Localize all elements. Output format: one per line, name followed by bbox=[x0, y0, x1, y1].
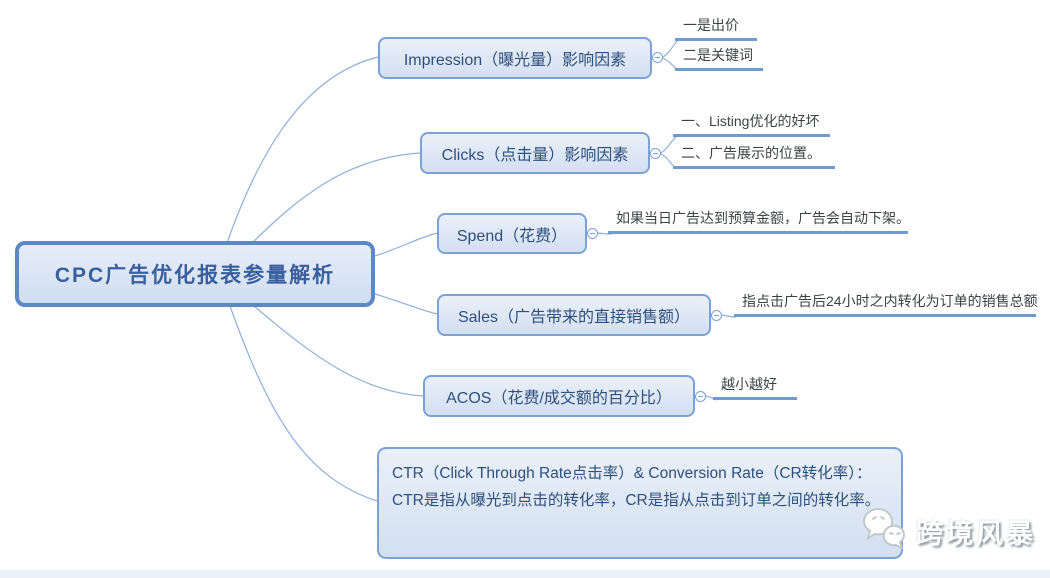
leaf-label: 二、广告展示的位置。 bbox=[681, 145, 821, 161]
collapse-toggle-impression[interactable] bbox=[652, 52, 663, 63]
node-sales[interactable]: Sales（广告带来的直接销售额） bbox=[437, 294, 711, 336]
leaf-clicks-1[interactable]: 一、Listing优化的好坏 bbox=[673, 112, 830, 137]
node-acos-label: ACOS（花费/成交额的百分比） bbox=[446, 390, 672, 407]
node-ctr-conversion[interactable]: CTR（Click Through Rate点击率）& Conversion R… bbox=[377, 447, 903, 559]
leaf-label: 如果当日广告达到预算金额，广告会自动下架。 bbox=[616, 210, 910, 226]
edge-root-clicks bbox=[251, 152, 421, 244]
root-topic-label: CPC广告优化报表参量解析 bbox=[54, 264, 336, 287]
leaf-label: 指点击广告后24小时之内转化为订单的销售总额 bbox=[742, 293, 1038, 309]
edge-root-ctr bbox=[229, 305, 378, 502]
node-clicks[interactable]: Clicks（点击量）影响因素 bbox=[420, 132, 650, 174]
node-ctr-conversion-label: CTR（Click Through Rate点击率）& Conversion R… bbox=[392, 465, 881, 509]
wechat-icon bbox=[862, 505, 908, 558]
edge-root-acos bbox=[253, 305, 424, 397]
leaf-clicks-2[interactable]: 二、广告展示的位置。 bbox=[673, 144, 835, 169]
edge-root-sales bbox=[374, 293, 438, 315]
leaf-label: 二是关键词 bbox=[683, 47, 753, 63]
page-divider bbox=[0, 570, 1050, 578]
edge-impression-leaf1 bbox=[662, 39, 679, 58]
leaf-label: 一、Listing优化的好坏 bbox=[681, 113, 820, 129]
leaf-sales-1[interactable]: 指点击广告后24小时之内转化为订单的销售总额 bbox=[734, 292, 1038, 317]
collapse-toggle-clicks[interactable] bbox=[650, 148, 661, 159]
node-acos[interactable]: ACOS（花费/成交额的百分比） bbox=[423, 375, 695, 417]
watermark-text: 跨境风暴 bbox=[916, 519, 1036, 549]
node-root-topic[interactable]: CPC广告优化报表参量解析 bbox=[15, 241, 375, 307]
leaf-acos-1[interactable]: 越小越好 bbox=[713, 375, 797, 400]
edge-root-spend bbox=[374, 232, 438, 257]
leaf-impression-1[interactable]: 一是出价 bbox=[675, 16, 757, 41]
leaf-label: 一是出价 bbox=[683, 17, 739, 33]
leaf-spend-1[interactable]: 如果当日广告达到预算金额，广告会自动下架。 bbox=[608, 209, 910, 234]
node-impression[interactable]: Impression（曝光量）影响因素 bbox=[378, 37, 652, 79]
node-spend-label: Spend（花费） bbox=[456, 227, 568, 245]
watermark: 跨境风暴 bbox=[862, 505, 1036, 558]
leaf-label: 越小越好 bbox=[721, 376, 777, 392]
collapse-toggle-acos[interactable] bbox=[695, 391, 706, 402]
node-spend[interactable]: Spend（花费） bbox=[437, 213, 587, 254]
edge-clicks-leaf1 bbox=[660, 136, 677, 154]
node-clicks-label: Clicks（点击量）影响因素 bbox=[441, 147, 629, 164]
collapse-toggle-spend[interactable] bbox=[587, 228, 598, 239]
node-impression-label: Impression（曝光量）影响因素 bbox=[403, 52, 627, 69]
edge-root-impression bbox=[226, 56, 379, 244]
collapse-toggle-sales[interactable] bbox=[711, 310, 722, 321]
leaf-impression-2[interactable]: 二是关键词 bbox=[675, 46, 763, 71]
node-sales-label: Sales（广告带来的直接销售额） bbox=[457, 309, 691, 326]
